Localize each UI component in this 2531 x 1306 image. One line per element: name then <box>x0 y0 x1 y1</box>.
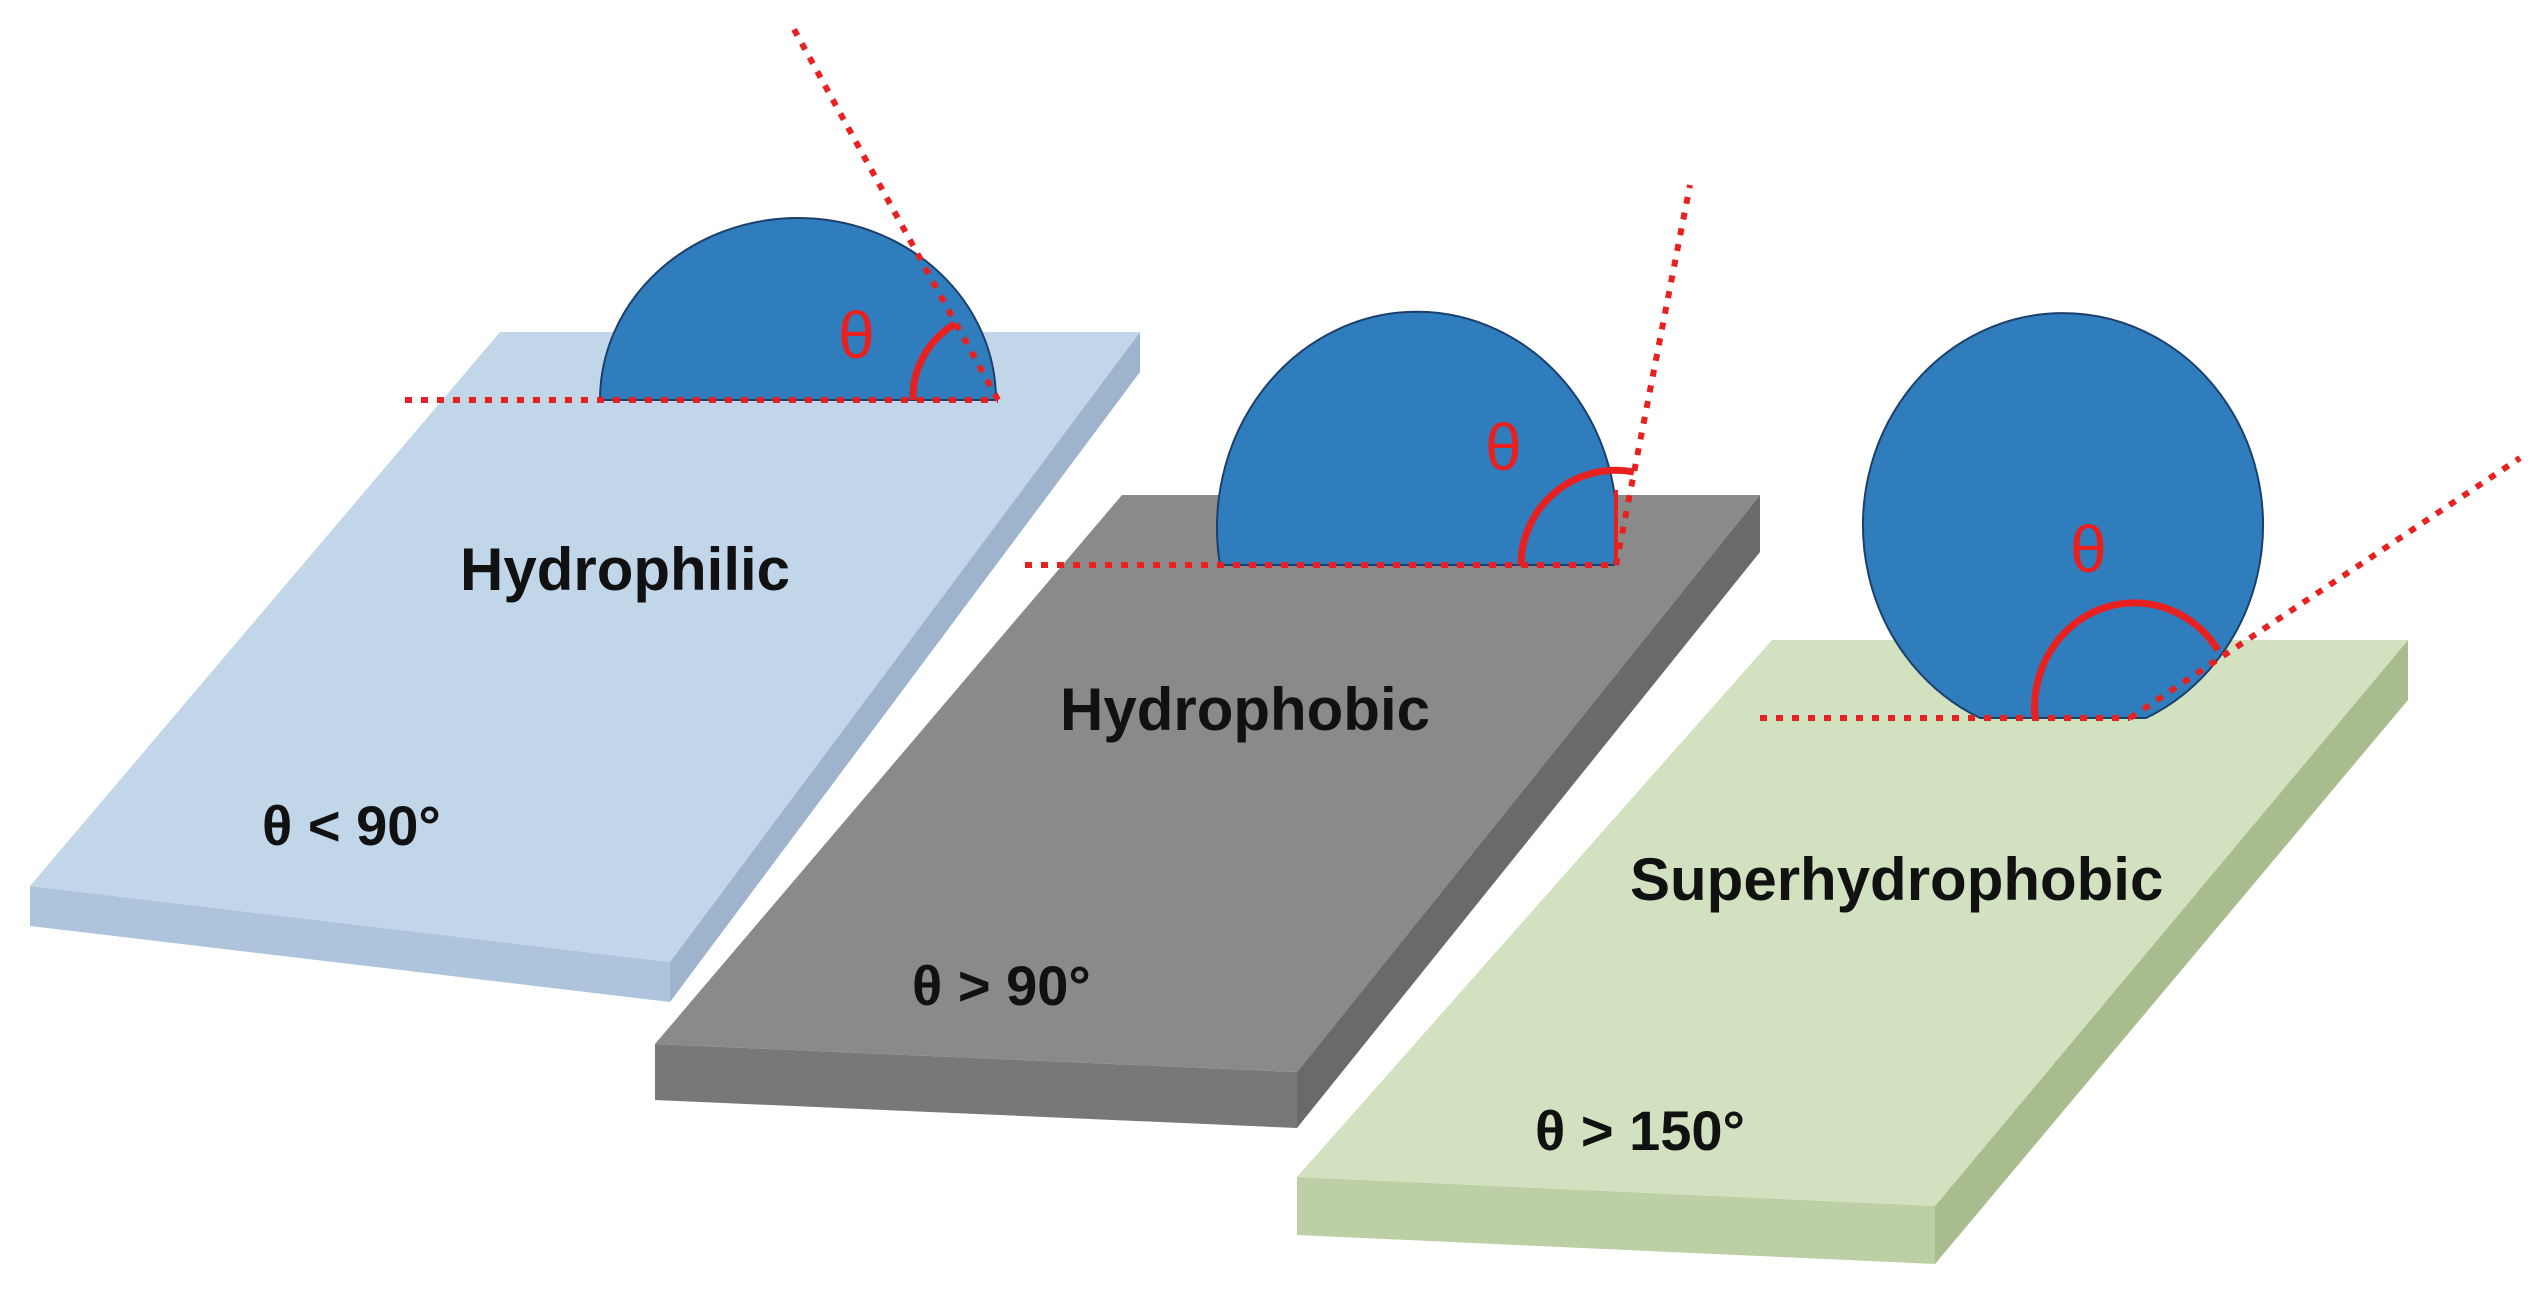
superhydrophobic-angle-arc <box>2031 599 2221 719</box>
superhydrophobic-label: Superhydrophobic <box>1630 846 2163 913</box>
superhydrophobic-condition: θ > 150° <box>1535 1099 1745 1162</box>
hydrophobic-plate-side <box>1297 495 1760 1128</box>
hydrophilic-panel: θ Hydrophilic θ < 90° <box>30 20 1140 1002</box>
hydrophobic-tangent-line <box>1613 184 1693 566</box>
hydrophilic-plate-top <box>30 332 1140 962</box>
hydrophobic-plate-top <box>655 495 1760 1072</box>
superhydrophobic-plate-side <box>1935 640 2408 1264</box>
superhydrophobic-tangent-line <box>2128 455 2522 721</box>
hydrophobic-label: Hydrophobic <box>1060 676 1430 743</box>
hydrophobic-droplet <box>1216 310 1618 566</box>
superhydrophobic-plate-top <box>1297 640 2408 1206</box>
superhydrophobic-droplet <box>1862 312 2264 719</box>
hydrophilic-theta: θ <box>838 298 875 372</box>
hydrophobic-angle-arc <box>1517 466 1635 566</box>
hydrophilic-condition: θ < 90° <box>262 794 441 857</box>
superhydrophobic-theta: θ <box>2070 512 2107 586</box>
hydrophilic-plate-side <box>670 332 1140 1002</box>
hydrophobic-theta: θ <box>1485 410 1522 484</box>
hydrophilic-plate-front <box>30 886 670 1002</box>
superhydrophobic-panel: θ Superhydrophobic θ > 150° <box>1297 312 2522 1264</box>
hydrophilic-droplet <box>598 217 998 401</box>
hydrophobic-condition: θ > 90° <box>912 954 1091 1017</box>
hydrophilic-label: Hydrophilic <box>460 536 790 603</box>
hydrophilic-angle-arc <box>909 320 957 401</box>
hydrophobic-panel: θ Hydrophobic θ > 90° <box>655 184 1760 1128</box>
